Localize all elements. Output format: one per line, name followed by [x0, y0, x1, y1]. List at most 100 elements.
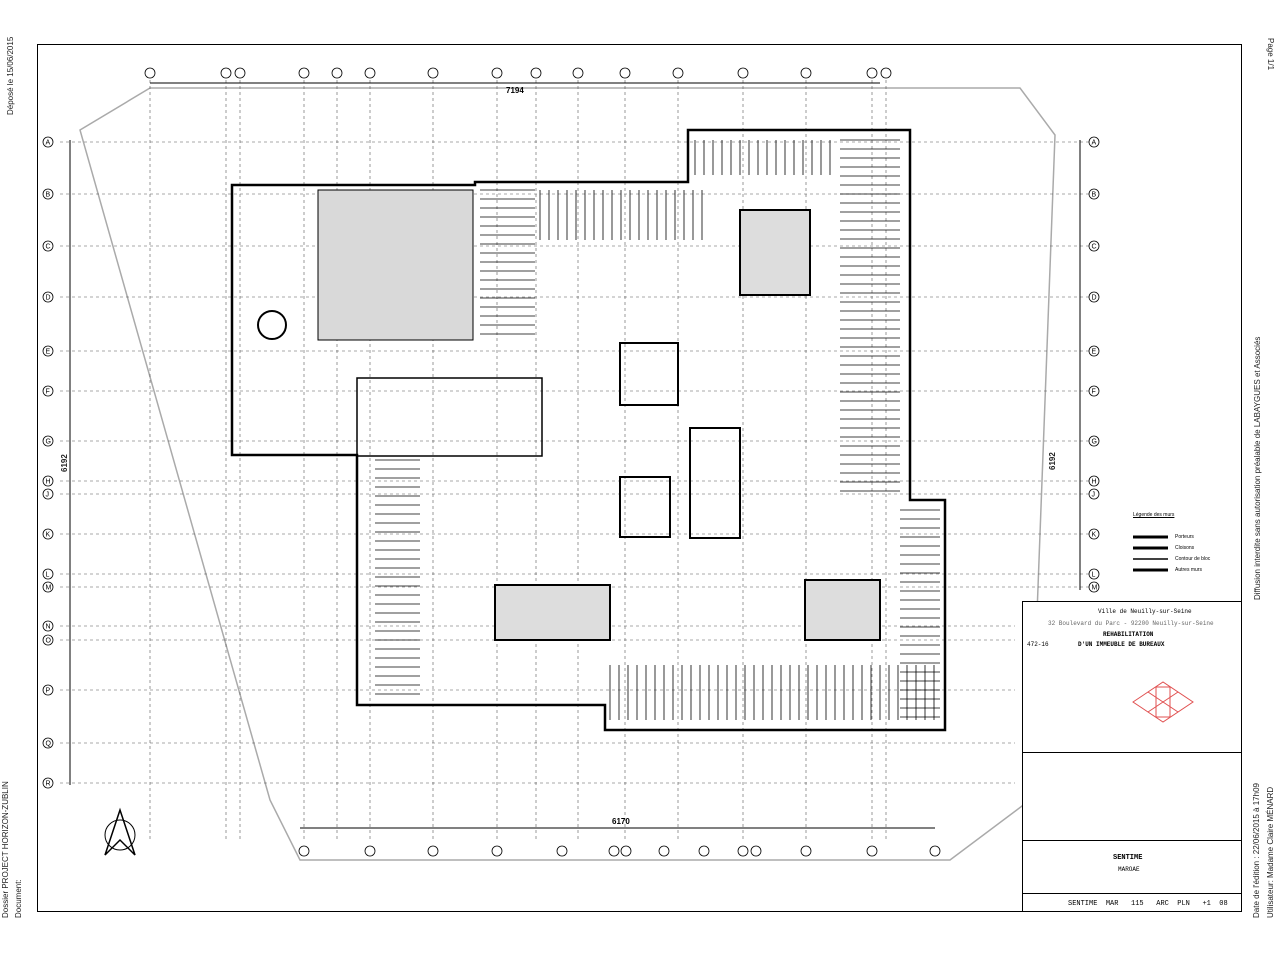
office-block	[356, 377, 543, 457]
grid-bubble	[1088, 188, 1100, 200]
grid-bubble	[427, 845, 439, 857]
grid-bubble	[1088, 475, 1100, 487]
grid-row-label: G	[1092, 439, 1097, 446]
grid-bubble	[298, 67, 310, 79]
grid-bubble	[1088, 240, 1100, 252]
grid-bubble	[42, 475, 54, 487]
grid-row-label: O	[46, 638, 52, 645]
code: ARC	[1156, 900, 1169, 908]
code: 115	[1131, 900, 1144, 908]
dimension-bottom: 6170	[612, 817, 630, 826]
grid-row-label: C	[46, 244, 51, 251]
building-outline	[230, 128, 947, 732]
grid-row-label: M	[46, 585, 52, 592]
stair-2	[619, 476, 671, 538]
grid-bubble	[220, 67, 232, 79]
core-1	[494, 584, 611, 641]
dimension-top: 7194	[506, 86, 524, 95]
grid-bubble	[658, 845, 670, 857]
grid-bubble	[427, 67, 439, 79]
grid-bubble	[866, 845, 878, 857]
stair-3	[689, 427, 741, 539]
grid-bubble	[42, 737, 54, 749]
core-3	[739, 209, 811, 296]
grid-row-label: E	[46, 349, 51, 356]
grid-row-label: L	[1092, 572, 1096, 579]
code: +1	[1202, 900, 1211, 908]
grid-bubble	[491, 67, 503, 79]
grid-row-label: H	[46, 479, 51, 486]
axonometric-view	[1132, 681, 1194, 723]
grid-bubble	[42, 188, 54, 200]
code-row: SENTIME MAR 115 ARC PLN +1 08	[1068, 900, 1228, 908]
grid-row-label: E	[1092, 349, 1097, 356]
title-block: Ville de Neuilly-sur-Seine 32 Boulevard …	[1022, 601, 1242, 912]
grid-bubble	[1088, 435, 1100, 447]
grid-bubble	[608, 845, 620, 857]
grid-row-label: F	[46, 389, 50, 396]
grid-bubble	[331, 67, 343, 79]
grid-row-label: A	[46, 140, 51, 147]
grid-bubble	[530, 67, 542, 79]
grid-bubble	[1088, 345, 1100, 357]
grid-row-label: J	[46, 492, 50, 499]
grid-bubble	[737, 845, 749, 857]
dimension-left: 6192	[60, 454, 69, 472]
grid-bubble	[42, 345, 54, 357]
grid-bubble	[556, 845, 568, 857]
grid-row-label: N	[46, 624, 51, 631]
grid-bubble	[491, 845, 503, 857]
grid-row-label: J	[1092, 492, 1096, 499]
grid-bubble	[42, 240, 54, 252]
grid-bubble	[750, 845, 762, 857]
stair-1	[619, 342, 679, 406]
grid-bubble	[1088, 291, 1100, 303]
legend-item: Cloisons	[1175, 545, 1195, 551]
grid-bubble	[929, 845, 941, 857]
grid-bubble	[866, 67, 878, 79]
hatched-court	[317, 189, 474, 341]
sheet-subtitle: MAROAE	[1118, 866, 1140, 873]
grid-bubble	[42, 435, 54, 447]
grid-bubble	[42, 568, 54, 580]
grid-bubble	[620, 845, 632, 857]
grid-bubble	[42, 620, 54, 632]
grid-bubble	[42, 488, 54, 500]
grid-row-label: G	[46, 439, 51, 446]
north-arrow	[104, 807, 136, 856]
grid-row-label: D	[1092, 295, 1097, 302]
grid-row-label: M	[1092, 585, 1098, 592]
grid-bubble	[1088, 136, 1100, 148]
city: Ville de Neuilly-sur-Seine	[1098, 608, 1192, 615]
grid-bubble	[298, 845, 310, 857]
grid-bubble	[572, 67, 584, 79]
code: PLN	[1177, 900, 1190, 908]
grid-row-label: R	[46, 781, 51, 788]
grid-bubble	[1088, 385, 1100, 397]
grid-row-label: B	[1092, 192, 1097, 199]
grid-bubble	[42, 777, 54, 789]
address: 32 Boulevard du Parc - 92200 Neuilly-sur…	[1048, 620, 1214, 627]
grid-bubble	[800, 67, 812, 79]
grid-row-label: C	[1092, 244, 1097, 251]
grid-row-label: P	[46, 688, 51, 695]
legend-item: Porteurs	[1175, 534, 1194, 540]
spiral-stair	[257, 310, 287, 340]
grid-bubble	[619, 67, 631, 79]
grid-bubble	[42, 581, 54, 593]
grid-row-label: F	[1092, 389, 1096, 396]
grid-bubble	[42, 684, 54, 696]
grid-bubble	[1088, 528, 1100, 540]
grid-bubble	[42, 528, 54, 540]
grid-bubble	[1088, 581, 1100, 593]
code: SENTIME	[1068, 900, 1098, 908]
grid-row-label: B	[46, 192, 51, 199]
code: 08	[1219, 900, 1228, 908]
core-2	[804, 579, 881, 641]
grid-bubble	[364, 845, 376, 857]
grid-bubble	[737, 67, 749, 79]
grid-bubble	[42, 634, 54, 646]
grid-bubble	[672, 67, 684, 79]
legend-item: Contour de bloc	[1175, 556, 1211, 562]
